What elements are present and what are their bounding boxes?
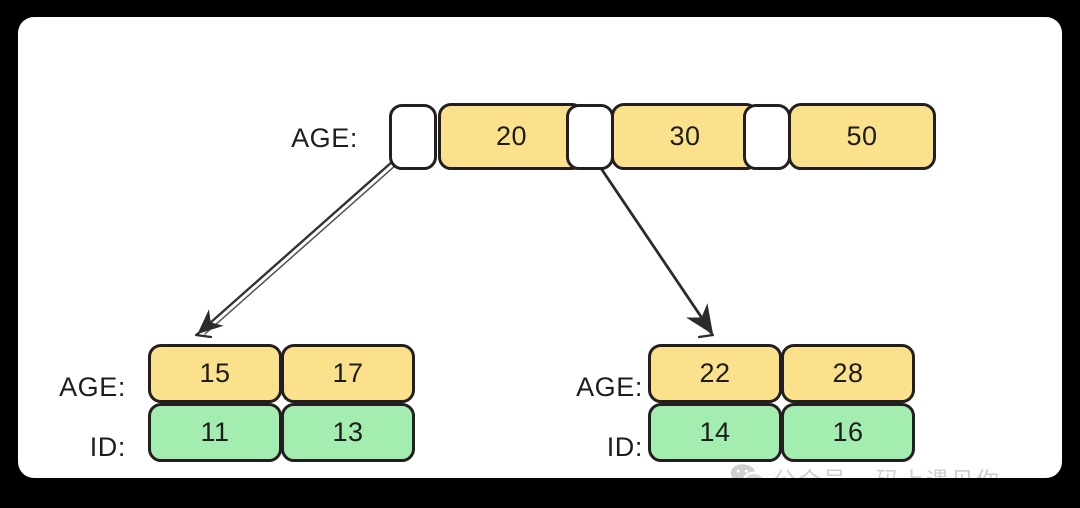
root-pointer-1[interactable] bbox=[566, 104, 614, 170]
arrow-root-to-right-leaf bbox=[586, 147, 715, 339]
left-leaf-id-1[interactable]: 13 bbox=[281, 403, 415, 462]
root-key-30[interactable]: 30 bbox=[611, 103, 759, 170]
watermark: 公众号 · 码上遇见你 bbox=[730, 461, 1001, 478]
right-leaf-id-label: ID: bbox=[606, 432, 643, 462]
root-key-50[interactable]: 50 bbox=[788, 103, 936, 170]
watermark-text: 公众号 · 码上遇见你 bbox=[773, 461, 1001, 478]
right-leaf-id-1[interactable]: 16 bbox=[781, 403, 915, 462]
root-age-label: AGE: bbox=[291, 123, 358, 153]
left-leaf-age-1[interactable]: 17 bbox=[281, 344, 415, 403]
root-pointer-0[interactable] bbox=[389, 104, 437, 170]
left-leaf-id-0[interactable]: 11 bbox=[148, 403, 282, 462]
root-key-20[interactable]: 20 bbox=[438, 103, 585, 170]
right-leaf-age-0[interactable]: 22 bbox=[648, 344, 782, 403]
left-leaf-id-label: ID: bbox=[89, 432, 126, 462]
left-leaf-age-label: AGE: bbox=[59, 372, 126, 402]
root-pointer-2[interactable] bbox=[743, 104, 791, 170]
arrow-root-to-left-leaf bbox=[194, 144, 415, 339]
wechat-icon bbox=[730, 464, 763, 478]
right-leaf-age-1[interactable]: 28 bbox=[781, 344, 915, 403]
left-leaf-age-0[interactable]: 15 bbox=[148, 344, 282, 403]
right-leaf-id-0[interactable]: 14 bbox=[648, 403, 782, 462]
diagram-card: AGE: 20 30 50 AGE: ID: 15 17 11 13 AGE: … bbox=[18, 17, 1062, 478]
right-leaf-age-label: AGE: bbox=[576, 372, 643, 402]
